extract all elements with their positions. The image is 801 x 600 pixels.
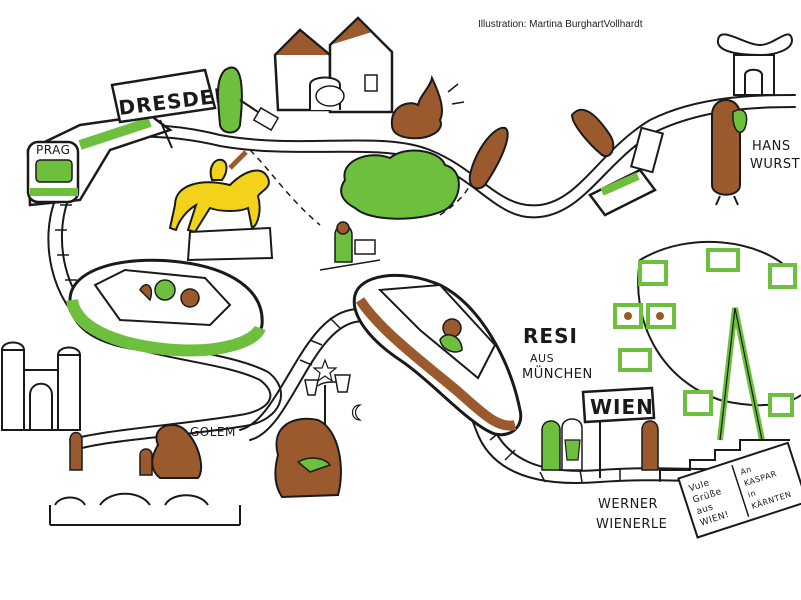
postcard-right-line-1: An [739, 465, 753, 477]
arch-gate [716, 33, 794, 96]
green-bush [340, 149, 460, 220]
sausage-runner [468, 108, 615, 190]
wienerle-label: WIENERLE [596, 517, 667, 532]
dresden-sausage-figure [217, 66, 280, 134]
moon-icon [351, 404, 362, 421]
dashed-path [249, 149, 471, 226]
postcard: Vule Grüße aus WIEN! An KASPAR in KÄRNTE… [677, 441, 801, 539]
prag-sign: PRAG [36, 143, 70, 157]
werner-label: WERNER [598, 497, 658, 512]
horse-statue [168, 150, 274, 262]
small-tram-right [588, 126, 665, 217]
bridge [49, 492, 241, 526]
wien-sign [581, 386, 656, 478]
illustration-credit: Illustration: Martina BurghartVollhardt [478, 19, 643, 30]
laptop-figure [319, 221, 381, 271]
wien-sign-text: WIEN [590, 395, 654, 419]
prag-tram [26, 113, 173, 207]
postcard-right-line-3: in [747, 488, 758, 499]
houses [273, 16, 394, 114]
golem-label: GOLEM [190, 425, 236, 439]
hans-label: HANS [752, 139, 791, 154]
dresden-sign [110, 68, 217, 149]
castle [1, 341, 81, 431]
star-icon [312, 358, 338, 383]
hans-wurst-figure [711, 99, 748, 206]
aus-label: AUS [530, 352, 554, 365]
golem-figure [69, 417, 342, 499]
green-tram-middle [66, 258, 266, 357]
wurst-label: WURST [750, 157, 800, 172]
ferris-wheel [613, 248, 801, 441]
stairs [659, 439, 790, 480]
wien-figures [541, 418, 659, 471]
resi-label: RESI [523, 324, 578, 348]
muenchen-label: MÜNCHEN [522, 365, 593, 382]
resi-tram [352, 273, 523, 437]
poop [390, 74, 465, 140]
